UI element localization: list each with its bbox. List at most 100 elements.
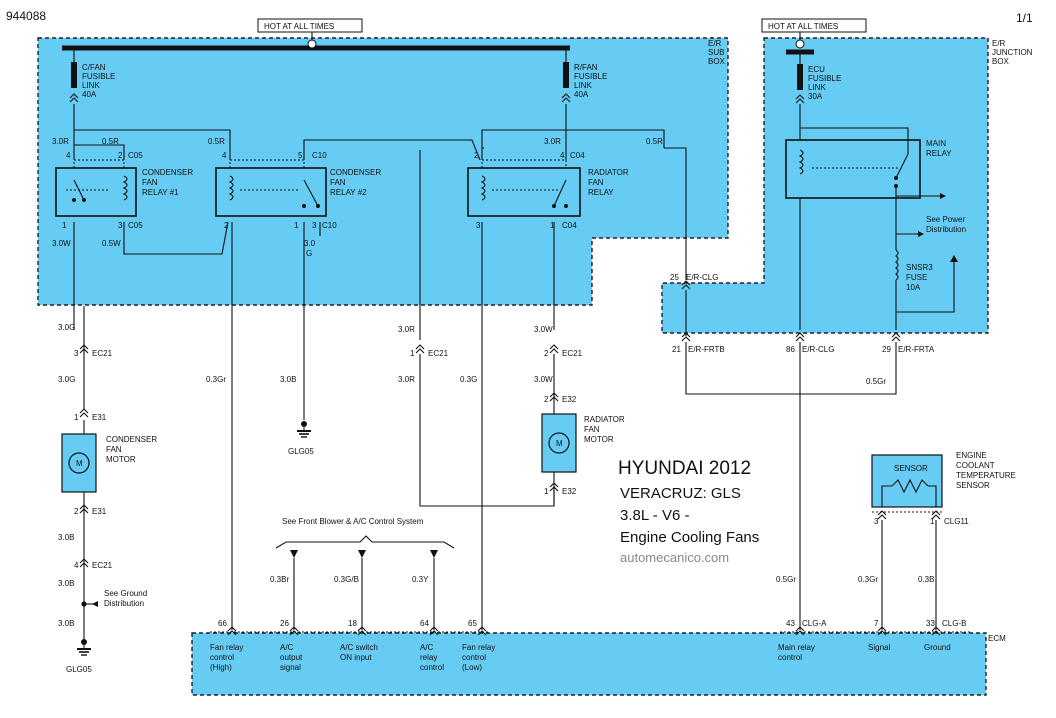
rad-motor-box — [541, 413, 577, 473]
svg-text:control: control — [462, 653, 486, 662]
svg-text:C10: C10 — [322, 221, 337, 230]
svg-text:Fan relay: Fan relay — [210, 643, 243, 652]
svg-text:EC21: EC21 — [92, 561, 113, 570]
svg-text:CLG11: CLG11 — [944, 517, 969, 526]
svg-text:FAN: FAN — [588, 178, 604, 187]
junction-connectors: 25 E/R-CLG 21 E/R-FRTB 86 E/R-CLG 29 E/R… — [670, 273, 935, 630]
svg-text:FAN: FAN — [106, 445, 122, 454]
svg-text:SUB: SUB — [708, 48, 724, 57]
svg-text:3: 3 — [476, 221, 481, 230]
svg-text:0.5R: 0.5R — [646, 137, 663, 146]
svg-text:0.3G: 0.3G — [460, 375, 477, 384]
svg-text:automecanico.com: automecanico.com — [620, 550, 729, 565]
svg-text:C05: C05 — [128, 151, 143, 160]
svg-text:JUNCTION: JUNCTION — [992, 48, 1033, 57]
svg-text:See Front Blower & A/C Control: See Front Blower & A/C Control System — [282, 517, 424, 526]
svg-text:BOX: BOX — [992, 57, 1010, 66]
ground-glg05-b: GLG05 — [288, 447, 314, 456]
svg-text:A/C: A/C — [280, 643, 294, 652]
svg-text:E/R: E/R — [992, 39, 1006, 48]
svg-text:MAIN: MAIN — [926, 139, 946, 148]
svg-text:3.0R: 3.0R — [544, 137, 561, 146]
svg-text:C04: C04 — [562, 221, 577, 230]
svg-text:FUSIBLE: FUSIBLE — [574, 72, 607, 81]
ecm-pins: 66 26 18 64 65 43 CLG-A 7 33 CLG-B Fan r… — [210, 619, 972, 672]
svg-text:ON input: ON input — [340, 653, 372, 662]
svg-text:3.0W: 3.0W — [534, 325, 553, 334]
hot-label-right: HOT AT ALL TIMES — [768, 22, 838, 31]
svg-text:See Ground: See Ground — [104, 589, 147, 598]
condenser-motor-branch: 3.0G 3 EC21 3.0G 1 E31 M CONDENSER FAN M… — [58, 306, 157, 674]
svg-text:2: 2 — [74, 507, 79, 516]
svg-text:CONDENSER: CONDENSER — [330, 168, 381, 177]
svg-text:4: 4 — [66, 151, 71, 160]
doc-id: 944088 — [6, 9, 46, 23]
coolant-sensor: SENSOR ENGINE COOLANT TEMPERATURE SENSOR… — [776, 451, 1016, 630]
svg-text:signal: signal — [280, 663, 301, 672]
svg-text:RELAY: RELAY — [588, 188, 614, 197]
svg-text:1: 1 — [544, 487, 549, 496]
svg-text:0.3Y: 0.3Y — [412, 575, 429, 584]
svg-text:3: 3 — [74, 349, 79, 358]
svg-text:0.3Gr: 0.3Gr — [206, 375, 226, 384]
svg-text:G: G — [306, 249, 312, 258]
svg-text:FAN: FAN — [330, 178, 346, 187]
er-junction-box-label: E/R JUNCTION BOX — [992, 39, 1033, 66]
svg-text:40A: 40A — [82, 90, 97, 99]
svg-text:66: 66 — [218, 619, 227, 628]
svg-text:RADIATOR: RADIATOR — [588, 168, 629, 177]
svg-text:18: 18 — [348, 619, 357, 628]
front-blower-group: See Front Blower & A/C Control System 0.… — [270, 517, 455, 630]
svg-text:FUSIBLE: FUSIBLE — [82, 72, 115, 81]
svg-text:Engine Cooling Fans: Engine Cooling Fans — [620, 529, 759, 546]
svg-text:MOTOR: MOTOR — [106, 455, 136, 464]
svg-text:SNSR3: SNSR3 — [906, 263, 933, 272]
svg-text:(Low): (Low) — [462, 663, 482, 672]
svg-text:7: 7 — [874, 619, 879, 628]
svg-text:0.3Gr: 0.3Gr — [858, 575, 878, 584]
svg-text:LINK: LINK — [574, 81, 592, 90]
svg-text:EC21: EC21 — [428, 349, 449, 358]
svg-text:Distribution: Distribution — [104, 599, 144, 608]
ecu-fusible-link: ECU FUSIBLE LINK 30A — [795, 52, 841, 104]
svg-text:1: 1 — [410, 349, 415, 358]
svg-text:3.0G: 3.0G — [58, 323, 75, 332]
svg-text:3.0R: 3.0R — [398, 375, 415, 384]
svg-text:Distribution: Distribution — [926, 225, 966, 234]
er-sub-box-label: E/R SUB BOX — [708, 39, 726, 66]
svg-text:4: 4 — [74, 561, 79, 570]
svg-text:FUSIBLE: FUSIBLE — [808, 74, 841, 83]
svg-text:26: 26 — [280, 619, 289, 628]
svg-text:See Power: See Power — [926, 215, 965, 224]
er-sub-wiring: 3.0R 0.5R 0.5R 3.0R 0.5R 3.0W 0.5W 3.0 G — [52, 104, 687, 630]
svg-text:30A: 30A — [808, 92, 823, 101]
svg-text:BOX: BOX — [708, 57, 726, 66]
svg-text:relay: relay — [420, 653, 437, 662]
svg-text:E/R-CLG: E/R-CLG — [686, 273, 718, 282]
svg-text:RADIATOR: RADIATOR — [584, 415, 625, 424]
svg-text:Fan relay: Fan relay — [462, 643, 495, 652]
svg-text:2: 2 — [224, 221, 229, 230]
svg-text:C/FAN: C/FAN — [82, 63, 106, 72]
svg-text:3: 3 — [312, 221, 317, 230]
svg-text:3.0W: 3.0W — [534, 375, 553, 384]
hot-label-left: HOT AT ALL TIMES — [264, 22, 334, 31]
ecm-label: ECM — [988, 634, 1006, 643]
svg-text:ECU: ECU — [808, 65, 825, 74]
svg-text:ENGINE: ENGINE — [956, 451, 987, 460]
svg-text:0.5Gr: 0.5Gr — [866, 377, 886, 386]
svg-text:FAN: FAN — [142, 178, 158, 187]
svg-text:HYUNDAI 2012: HYUNDAI 2012 — [618, 458, 751, 479]
svg-text:1: 1 — [930, 517, 935, 526]
svg-text:E31: E31 — [92, 413, 107, 422]
svg-text:3.0B: 3.0B — [58, 619, 74, 628]
svg-text:0.5Gr: 0.5Gr — [776, 575, 796, 584]
rfan-fusible-link: R/FAN FUSIBLE LINK 40A — [561, 48, 607, 103]
svg-text:C04: C04 — [570, 151, 585, 160]
svg-text:control: control — [210, 653, 234, 662]
ecm-box — [191, 632, 987, 696]
svg-text:40A: 40A — [574, 90, 589, 99]
radiator-motor-branch: 3.0W 2 EC21 3.0W 2 E32 M RADIATOR FAN MO… — [534, 325, 625, 506]
svg-text:TEMPERATURE: TEMPERATURE — [956, 471, 1016, 480]
